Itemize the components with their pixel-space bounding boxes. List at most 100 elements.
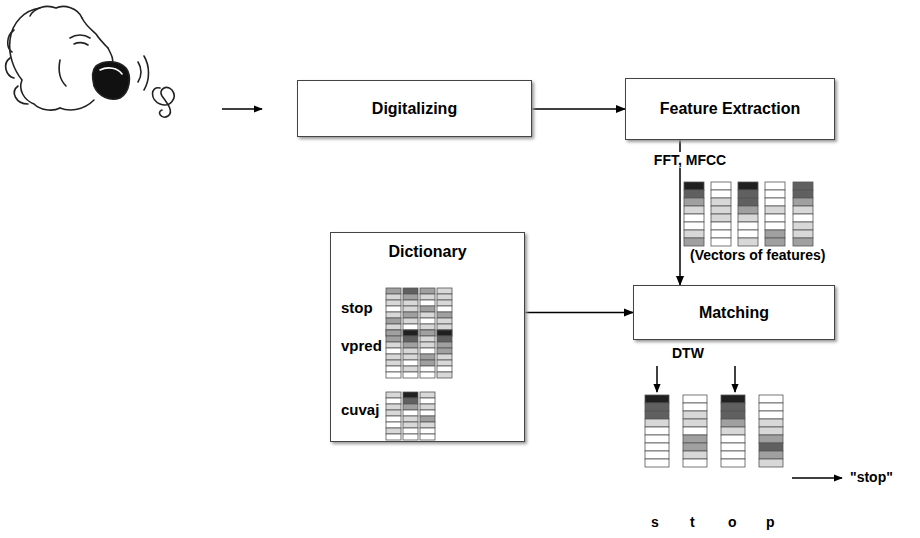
feature-cell (403, 428, 418, 434)
feature-cell (403, 318, 418, 324)
feature-cell (683, 459, 707, 467)
feature-cell (403, 404, 418, 410)
flow-arrow (532, 108, 625, 110)
feature-cell (386, 372, 401, 378)
edge-label: FFT, MFCC (651, 152, 729, 168)
feature-cell (645, 419, 669, 427)
feature-cell (711, 190, 731, 198)
feature-cell (386, 398, 401, 404)
feature-cell (403, 360, 418, 366)
feature-cell (386, 348, 401, 354)
feature-cell (684, 182, 704, 190)
feature-cell (437, 318, 452, 324)
dtw-arrow (656, 366, 658, 392)
feature-cell (645, 443, 669, 451)
feature-cell (437, 372, 452, 378)
feature-cell (386, 318, 401, 324)
feature-cell (645, 459, 669, 467)
feature-cell (684, 222, 704, 230)
dictionary-word: vpred (341, 337, 382, 354)
feature-cell (420, 336, 435, 342)
feature-cell (765, 230, 785, 238)
feature-cell (420, 410, 435, 416)
feature-cell (386, 336, 401, 342)
feature-cell (683, 443, 707, 451)
note: (Vectors of features) (690, 247, 825, 263)
feature-cell (683, 451, 707, 459)
feature-cell (684, 230, 704, 238)
feature-cell (711, 182, 731, 190)
feature-cell (386, 324, 401, 330)
dictionary-word: stop (341, 299, 373, 316)
feature-cell (420, 312, 435, 318)
feature-cell (403, 434, 418, 440)
feature-cell (420, 360, 435, 366)
feature-cell (403, 422, 418, 428)
feature-cell (738, 198, 758, 206)
feature-cell (420, 348, 435, 354)
feature-cell (793, 214, 813, 222)
phoneme-label: o (728, 514, 737, 530)
feature-cell (437, 288, 452, 294)
feature-cell (738, 182, 758, 190)
feature-cell (721, 427, 745, 435)
feature-cell (759, 459, 783, 467)
feature-cell (420, 294, 435, 300)
feature-cell (759, 419, 783, 427)
feature-cell (738, 190, 758, 198)
feature-cell (793, 230, 813, 238)
feature-cell (645, 395, 669, 403)
feature-cell (793, 182, 813, 190)
feature-cell (683, 427, 707, 435)
feature-cell (437, 348, 452, 354)
feature-cell (437, 342, 452, 348)
feature-cell (759, 403, 783, 411)
feature-cell (684, 238, 704, 246)
feature-cell (403, 336, 418, 342)
feature-cell (759, 427, 783, 435)
feature-cell (386, 330, 401, 336)
process-box: Digitalizing (297, 80, 532, 137)
feature-cell (403, 294, 418, 300)
feature-cell (721, 451, 745, 459)
feature-cell (645, 427, 669, 435)
feature-cell (420, 422, 435, 428)
feature-cell (386, 300, 401, 306)
feature-cell (403, 372, 418, 378)
speaker-face (6, 6, 174, 117)
feature-cell (738, 206, 758, 214)
feature-cell (403, 306, 418, 312)
feature-cell (721, 459, 745, 467)
input-arrow (222, 108, 262, 110)
feature-cell (403, 330, 418, 336)
feature-cell (765, 214, 785, 222)
flow-arrow (525, 312, 633, 314)
feature-cell (420, 318, 435, 324)
feature-cell (721, 443, 745, 451)
feature-cell (386, 422, 401, 428)
feature-cell (684, 198, 704, 206)
feature-cell (386, 366, 401, 372)
dtw-arrow (734, 366, 736, 392)
feature-cell (386, 294, 401, 300)
box-title: Matching (699, 304, 769, 322)
feature-cell (420, 392, 435, 398)
phoneme-label: p (766, 514, 775, 530)
feature-cell (403, 330, 418, 336)
feature-cell (403, 312, 418, 318)
feature-cell (437, 300, 452, 306)
feature-cell (403, 342, 418, 348)
feature-cell (386, 392, 401, 398)
feature-cell (403, 300, 418, 306)
feature-cell (793, 238, 813, 246)
feature-cell (403, 288, 418, 294)
feature-cell (420, 330, 435, 336)
feature-cell (386, 416, 401, 422)
feature-cell (437, 366, 452, 372)
dictionary-box: Dictionarystopvpredcuvaj (330, 232, 525, 442)
feature-cell (420, 404, 435, 410)
feature-cell (684, 214, 704, 222)
feature-cell (793, 206, 813, 214)
feature-cell (684, 190, 704, 198)
